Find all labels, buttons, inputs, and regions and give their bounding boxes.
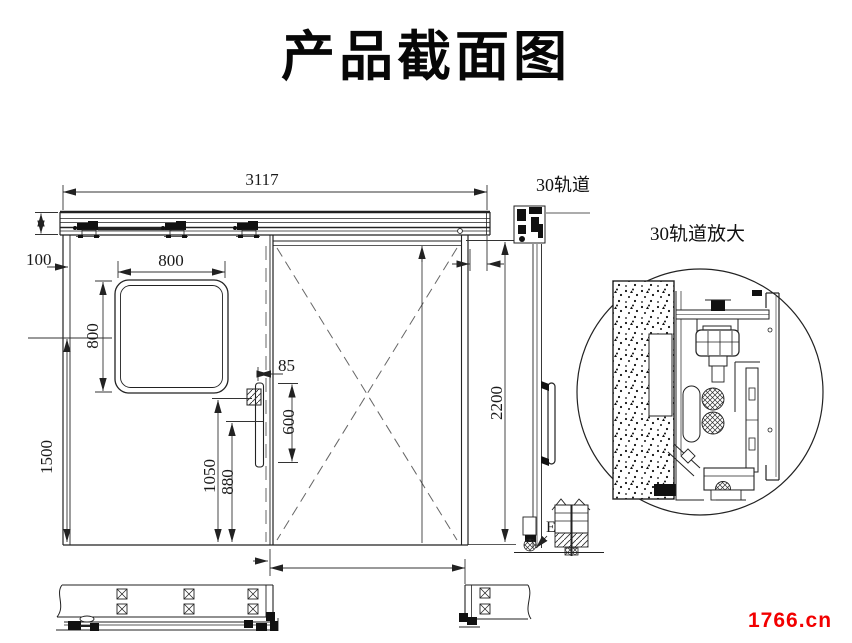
label-track-detail: 30轨道放大 xyxy=(650,224,746,245)
watermark: 1766.cn xyxy=(748,609,833,632)
dim-handle-offset: 85 xyxy=(278,356,295,375)
dim-overall-width: 3117 xyxy=(245,170,279,189)
dim-window-width: 800 xyxy=(158,251,184,270)
dim-panel-ref-height: 1500 xyxy=(37,440,56,474)
dim-lock-center-height: 1050 xyxy=(200,459,219,493)
page-title: 产品截面图 xyxy=(281,27,571,87)
dim-handle-length: 600 xyxy=(279,409,298,435)
dim-door-height: 2200 xyxy=(487,386,506,420)
dim-handle-bottom-height: 880 xyxy=(218,469,237,495)
dim-edge-offset: 100 xyxy=(26,250,52,269)
dim-window-height: 800 xyxy=(83,323,102,349)
label-detail-e: E xyxy=(546,519,556,536)
label-track: 30轨道 xyxy=(536,175,590,195)
